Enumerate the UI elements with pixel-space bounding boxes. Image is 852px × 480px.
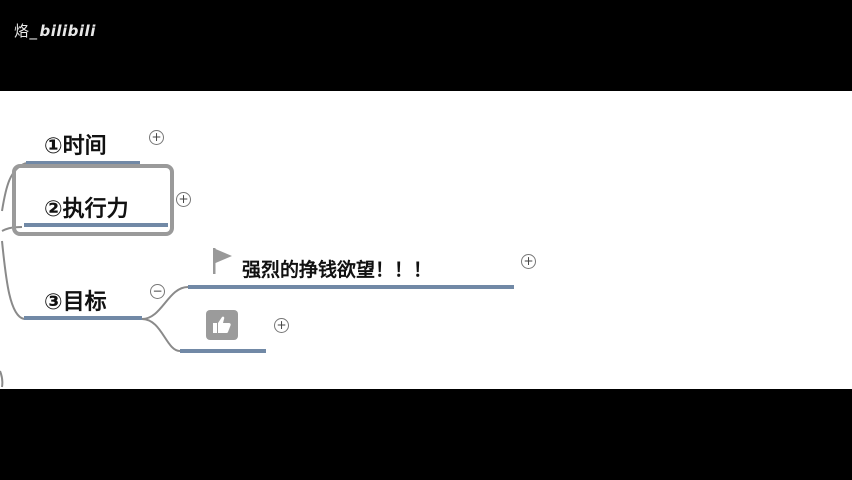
connector-goal-thumb [141, 318, 181, 352]
thumb-child-underline [180, 349, 266, 353]
thumb-child-expand-button[interactable]: + [274, 318, 289, 333]
goal-child-label[interactable]: 强烈的挣钱欲望！！！ [242, 259, 433, 281]
watermark: 烙_bilibili [14, 20, 96, 41]
node-goal-label[interactable]: ③目标 [44, 290, 107, 315]
goal-child-expand-button[interactable]: + [521, 254, 536, 269]
goal-child-underline [188, 285, 514, 289]
watermark-user: 烙_ [14, 22, 38, 40]
watermark-brand-logo: bilibili [39, 22, 96, 40]
node-time-underline [26, 161, 140, 165]
node-execution-underline [24, 223, 168, 227]
node-execution-label[interactable]: ②执行力 [44, 197, 129, 222]
connector-goal-flag [141, 286, 189, 320]
mindmap-connectors [0, 162, 189, 388]
mindmap-canvas[interactable]: ①时间 + ②执行力 + ③目标 − 强烈的挣钱欲望！！！ + + [0, 91, 852, 389]
connector-root-goal [1, 240, 25, 320]
connector-root-execution [1, 226, 23, 232]
node-goal-collapse-button[interactable]: − [150, 284, 165, 299]
node-time-label[interactable]: ①时间 [44, 134, 107, 159]
thumbs-up-icon [206, 310, 238, 340]
flag-icon [213, 248, 232, 274]
node-goal-underline [24, 316, 142, 320]
node-execution-expand-button[interactable]: + [176, 192, 191, 207]
connector-root-bottom [0, 370, 4, 388]
node-execution-selection [12, 164, 174, 236]
node-time-expand-button[interactable]: + [149, 130, 164, 145]
